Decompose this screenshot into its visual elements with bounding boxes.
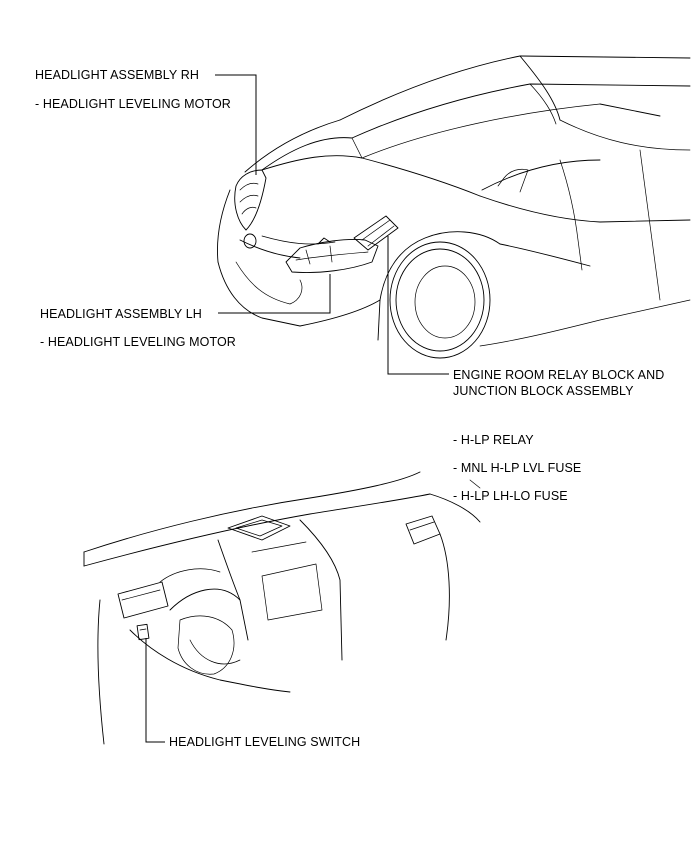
headlight-assembly-lh-label: HEADLIGHT ASSEMBLY LH — [40, 307, 202, 321]
headlight-lh-leveling-motor-label: - HEADLIGHT LEVELING MOTOR — [40, 335, 236, 349]
hlp-relay-label: - H-LP RELAY — [453, 433, 534, 447]
headlight-rh-leveling-motor-label: - HEADLIGHT LEVELING MOTOR — [35, 97, 231, 111]
headlight-lh-shape — [285, 237, 379, 273]
dashboard-illustration — [83, 471, 481, 745]
engine-room-relay-block-label-line2: JUNCTION BLOCK ASSEMBLY — [453, 384, 634, 398]
headlight-leveling-switch-shape — [136, 623, 150, 641]
hlp-lh-lo-fuse-label: - H-LP LH-LO FUSE — [453, 489, 568, 503]
leader-lines — [145, 74, 449, 743]
headlight-leveling-switch-label: HEADLIGHT LEVELING SWITCH — [169, 735, 361, 749]
engine-room-relay-block-label-line1: ENGINE ROOM RELAY BLOCK AND — [453, 368, 665, 382]
headlight-assembly-rh-label: HEADLIGHT ASSEMBLY RH — [35, 68, 199, 82]
car-illustration — [217, 55, 691, 359]
engine-room-relay-block-shape — [353, 215, 399, 251]
mnl-hlp-lvl-fuse-label: - MNL H-LP LVL FUSE — [453, 461, 582, 475]
headlight-rh-shape — [234, 169, 267, 231]
